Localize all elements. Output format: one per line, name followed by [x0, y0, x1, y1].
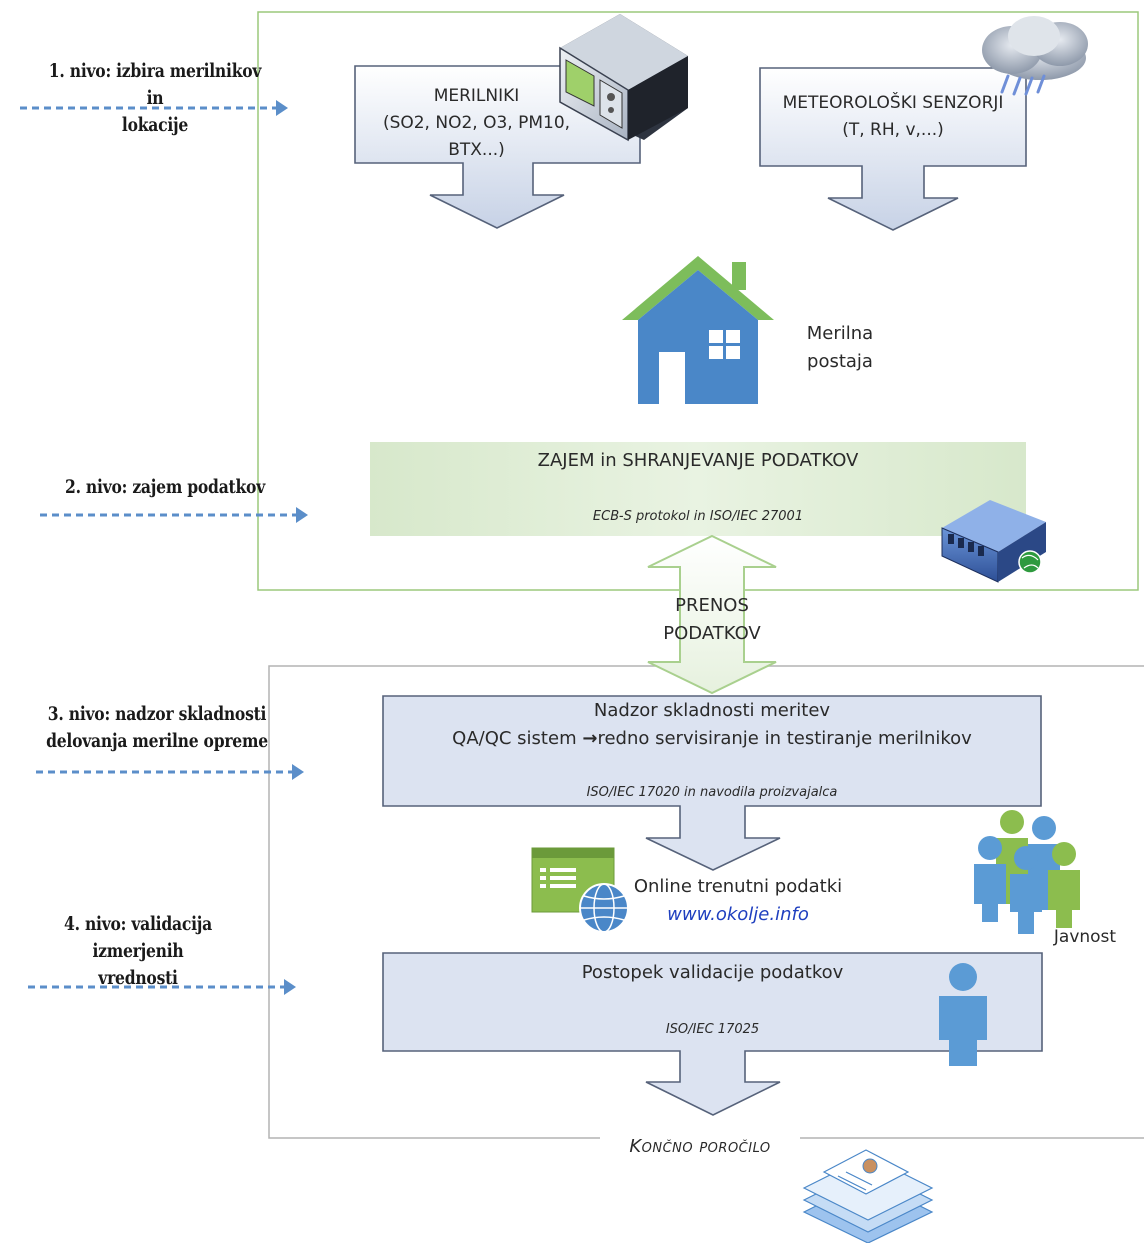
transfer-double-arrow [647, 534, 777, 695]
web-page-icon [531, 847, 629, 933]
level3-label-line2: delovanja merilne opreme [46, 730, 268, 752]
station-label: Merilna postaja [790, 320, 890, 376]
level2-arrowhead [296, 507, 308, 523]
qa-description: QA/QC sistem →redno servisiranje in test… [383, 725, 1041, 753]
level1-arrowhead [276, 100, 288, 116]
storm-cloud-icon [982, 16, 1088, 96]
station-label-line1: Merilna [806, 323, 874, 344]
acquisition-title: ZAJEM in SHRANJEVANJE PODATKOV [537, 450, 859, 471]
public-label: Javnost [1053, 927, 1117, 947]
online-data-title: Online trenutni podatki [633, 876, 843, 897]
level-arrows [20, 106, 296, 989]
validation-subtitle: ISO/IEC 17025 [665, 1022, 760, 1037]
level3-label: 3. nivo: nadzor skladnosti delovanja mer… [38, 701, 276, 755]
transfer-label-line2: PODATKOV [663, 623, 761, 644]
level2-label: 2. nivo: zajem podatkov [64, 476, 266, 498]
server-icon [941, 500, 1046, 583]
meters-pollutants: (SO2, NO2, O3, PM10, [382, 113, 571, 133]
level1-label-line1: 1. nivo: izbira merilnikov in [48, 60, 262, 109]
level4-arrowhead [284, 979, 296, 995]
meteo-callout [759, 67, 1027, 231]
validator-person-icon [939, 963, 987, 1066]
transfer-label-line1: PRENOS [675, 595, 749, 616]
meteo-title: METEOROLOŠKI SENZORJI [782, 93, 1004, 113]
meters-pollutants-cont: BTX...) [448, 140, 505, 160]
report-document-icon [802, 1149, 934, 1243]
qa-arrow-glyph: → [582, 728, 598, 749]
qa-servicing: redno servisiranje in testiranje merilni… [597, 728, 972, 749]
transfer-label: PRENOS PODATKOV [632, 592, 792, 648]
validation-callout [382, 952, 1043, 1116]
meteo-params: (T, RH, v,...) [842, 120, 944, 140]
level4-label-line1: 4. nivo: validacija izmerjenih [63, 913, 212, 962]
level4-label: 4. nivo: validacija izmerjenih vrednosti [25, 911, 251, 992]
level1-label-line2: lokacije [121, 114, 189, 136]
acquisition-box [370, 442, 1026, 536]
qa-system: QA/QC sistem [452, 728, 577, 749]
level3-label-line1: 3. nivo: nadzor skladnosti [47, 703, 267, 725]
level1-label: 1. nivo: izbira merilnikov in lokacije [44, 58, 265, 139]
acquisition-subtitle: ECB-S protokol in ISO/IEC 27001 [592, 509, 804, 524]
public-group-icon [974, 810, 1080, 934]
house-icon [622, 256, 774, 404]
level3-arrowhead [292, 764, 304, 780]
qa-callout [382, 695, 1042, 871]
qa-title: Nadzor skladnosti meritev [593, 700, 831, 721]
meters-title: MERILNIKI [433, 86, 520, 106]
meters-text: MERILNIKI (SO2, NO2, O3, PM10, BTX...) [355, 83, 598, 164]
qa-text: Nadzor skladnosti meritev QA/QC sistem →… [383, 697, 1041, 753]
meteo-text: METEOROLOŠKI SENZORJI (T, RH, v,...) [764, 90, 1022, 144]
level4-label-line2: vrednosti [98, 967, 178, 989]
final-report-label: Končno poročilo [629, 1136, 771, 1157]
qa-subtitle: ISO/IEC 17020 in navodila proizvajalca [586, 785, 838, 800]
station-label-line2: postaja [807, 351, 873, 372]
validation-title: Postopek validacije podatkov [581, 962, 844, 983]
instrument-icon [559, 14, 688, 142]
online-data-link[interactable]: www.okolje.info [667, 904, 809, 925]
